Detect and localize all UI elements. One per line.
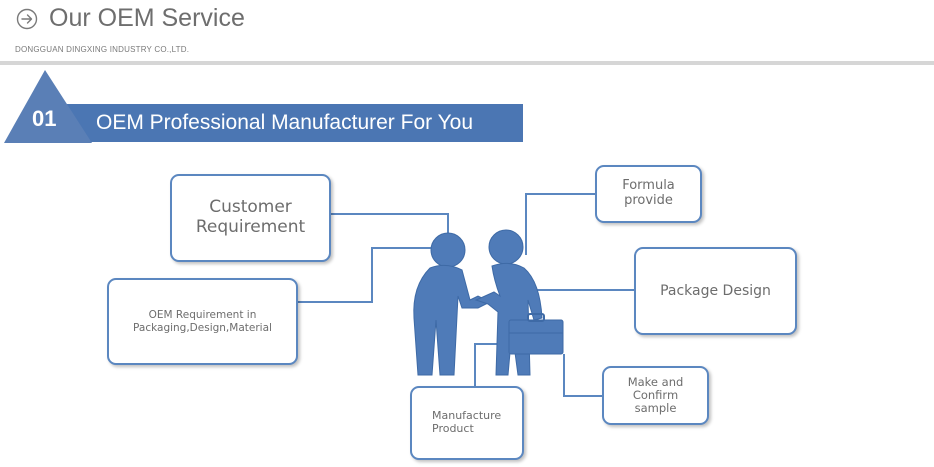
node-package-design: Package Design (634, 247, 797, 335)
section-number-triangle (4, 70, 92, 143)
node-customer-requirement-label: Customer Requirement (195, 197, 306, 237)
node-manufacture-product-label: Manufacture Product (432, 409, 502, 435)
briefcase-icon (508, 313, 564, 355)
section-title: OEM Professional Manufacturer For You (96, 111, 474, 134)
node-formula-provide: Formula provide (595, 165, 702, 223)
page-title: Our OEM Service (49, 4, 245, 32)
connector-customer (330, 213, 449, 234)
node-manufacture-product: Manufacture Product (410, 386, 524, 460)
node-oem-requirement-label: OEM Requirement in Packaging,Design,Mate… (133, 309, 272, 334)
node-make-confirm-sample: Make and Confirm sample (602, 366, 709, 425)
section-number: 01 (32, 106, 57, 131)
connector-formula (525, 193, 597, 255)
company-name: DONGGUAN DINGXING INDUSTRY CO.,LTD. (15, 45, 190, 54)
node-customer-requirement: Customer Requirement (170, 174, 331, 262)
node-package-design-label: Package Design (660, 282, 771, 299)
connector-oem (296, 247, 434, 303)
node-oem-requirement: OEM Requirement in Packaging,Design,Mate… (107, 278, 298, 365)
connector-sample (563, 354, 604, 397)
node-formula-provide-label: Formula provide (622, 178, 675, 208)
node-make-confirm-sample-label: Make and Confirm sample (627, 374, 684, 416)
header-divider (0, 61, 934, 65)
section-banner (67, 104, 523, 142)
arrow-right-circle-icon (16, 8, 38, 30)
